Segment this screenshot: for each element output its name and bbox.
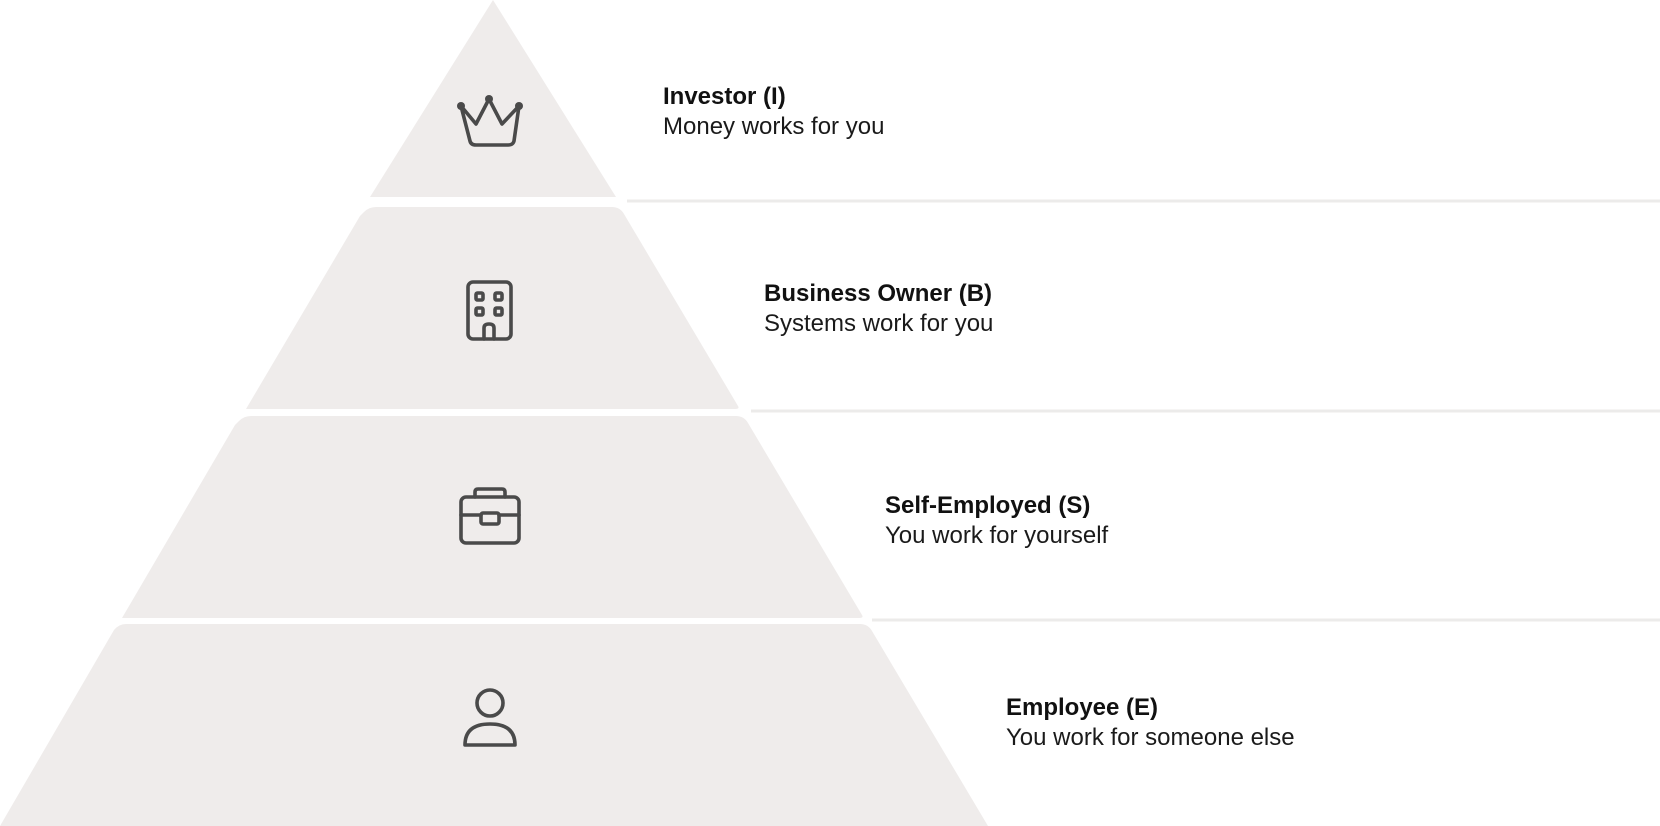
person-icon: [463, 688, 517, 747]
level-label-investor: Investor (I) Money works for you: [663, 82, 884, 142]
level-title: Employee (E): [1006, 694, 1159, 721]
level-title: Business Owner (B): [764, 280, 993, 307]
level-label-business-owner: Business Owner (B) Systems work for you: [764, 279, 993, 339]
level-subtitle: Money works for you: [663, 113, 885, 140]
level-subtitle: Systems work for you: [764, 310, 994, 337]
level-label-self-employed: Self-Employed (S) You work for yourself: [885, 491, 1108, 551]
building-icon: [466, 280, 513, 341]
briefcase-icon: [459, 487, 521, 545]
level-title: Self-Employed (S): [885, 492, 1091, 519]
level-subtitle: You work for yourself: [885, 522, 1109, 549]
pyramid-tier-self-employed: [122, 416, 863, 618]
pyramid-tier-business-owner: [246, 207, 739, 409]
level-title: Investor (I): [663, 83, 786, 110]
level-subtitle: You work for someone else: [1006, 724, 1295, 751]
level-label-employee: Employee (E) You work for someone else: [1006, 693, 1295, 753]
crown-icon: [457, 95, 523, 147]
pyramid-tier-investor: [370, 0, 616, 197]
